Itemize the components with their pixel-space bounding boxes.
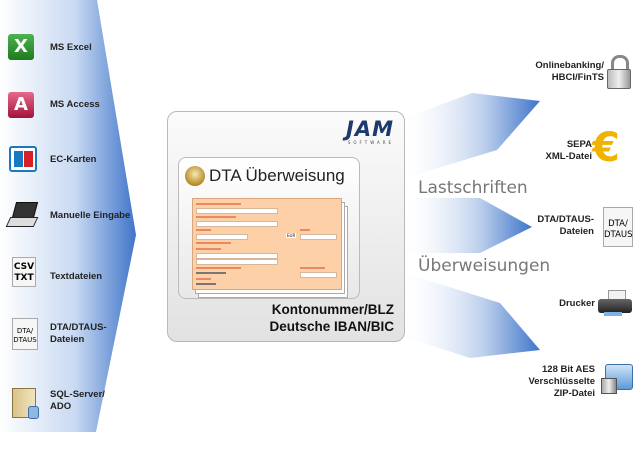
- input-label: Textdateien: [50, 271, 103, 282]
- label-line: Drucker: [559, 298, 595, 309]
- dta-ueberweisung-card: EUR DTA Überweisung: [178, 157, 360, 299]
- format-line: Kontonummer/BLZ: [271, 302, 394, 317]
- logo-subtext: SOFTWARE: [347, 140, 394, 145]
- dta-file-icon: DTA/ DTAUS: [603, 207, 633, 247]
- input-label: DTA/DTAUS- Dateien: [50, 322, 107, 346]
- label-line: XML-Datei: [545, 151, 592, 162]
- label-line: Onlinebanking/: [535, 60, 604, 71]
- label-line: SQL-Server/: [50, 389, 105, 400]
- output-label: Drucker: [559, 298, 595, 310]
- label-line: ZIP-Datei: [553, 388, 595, 399]
- input-label: MS Access: [50, 99, 100, 110]
- encrypted-mail-icon: [599, 362, 633, 396]
- server-icon: [12, 388, 39, 419]
- account-formats: Kontonummer/BLZ Deutsche IBAN/BIC: [269, 301, 394, 335]
- input-label: EC-Karten: [50, 154, 97, 165]
- csv-txt-file-icon: CSV TXT: [12, 257, 36, 287]
- label-line: Dateien: [559, 226, 594, 237]
- arrow-lastschriften-online: [405, 93, 540, 178]
- transfer-form-preview: EUR: [192, 198, 342, 290]
- input-label: MS Excel: [50, 42, 92, 53]
- coin-icon: [185, 166, 205, 186]
- output-label: 128 Bit AES Verschlüsselte ZIP-Datei: [528, 364, 595, 400]
- logo-text: JAM: [346, 117, 394, 141]
- lock-icon: [607, 55, 631, 91]
- arrow-ueberweisungen: [405, 273, 540, 358]
- label-line: SEPA: [566, 139, 592, 150]
- format-line: Deutsche IBAN/BIC: [269, 319, 394, 334]
- label-line: Verschlüsselte: [528, 376, 595, 387]
- output-label: SEPA XML-Datei: [546, 139, 592, 163]
- label-line: DTA/DTAUS-: [50, 322, 107, 333]
- flow-label-ueberweisungen: Überweisungen: [418, 256, 551, 276]
- ec-card-icon: [9, 146, 37, 172]
- input-label: SQL-Server/ ADO: [50, 389, 105, 413]
- card-title: DTA Überweisung: [209, 166, 345, 185]
- currency-label: EUR: [286, 233, 297, 238]
- dta-file-icon: DTA/ DTAUS: [12, 318, 38, 350]
- access-icon: A: [8, 92, 34, 118]
- jam-software-logo: JAM SOFTWARE: [346, 118, 394, 145]
- output-label: Onlinebanking/ HBCI/FinTS: [535, 60, 604, 84]
- file-text: DTAUS: [604, 230, 633, 240]
- label-line: DTA/DTAUS-: [537, 214, 594, 225]
- label-line: ADO: [50, 401, 72, 412]
- label-line: HBCI/FinTS: [551, 72, 604, 83]
- printer-icon: [598, 290, 632, 318]
- file-text: CSV: [13, 262, 35, 272]
- laptop-icon: [5, 202, 39, 228]
- file-text: DTA/: [608, 219, 628, 229]
- file-text: TXT: [14, 273, 34, 283]
- label-line: Dateien: [50, 334, 85, 345]
- label-line: 128 Bit AES: [542, 364, 595, 375]
- flow-label-lastschriften: Lastschriften: [418, 178, 528, 198]
- file-text: DTAUS: [13, 336, 37, 344]
- arrow-dta: [405, 198, 532, 253]
- file-text: DTA/: [16, 327, 34, 335]
- euro-icon: €: [592, 125, 620, 171]
- output-label: DTA/DTAUS- Dateien: [537, 214, 594, 238]
- input-label: Manuelle Eingabe: [50, 210, 131, 221]
- excel-icon: X: [8, 34, 34, 60]
- dta-software-panel: JAM SOFTWARE EUR DTA Überweis: [167, 111, 405, 342]
